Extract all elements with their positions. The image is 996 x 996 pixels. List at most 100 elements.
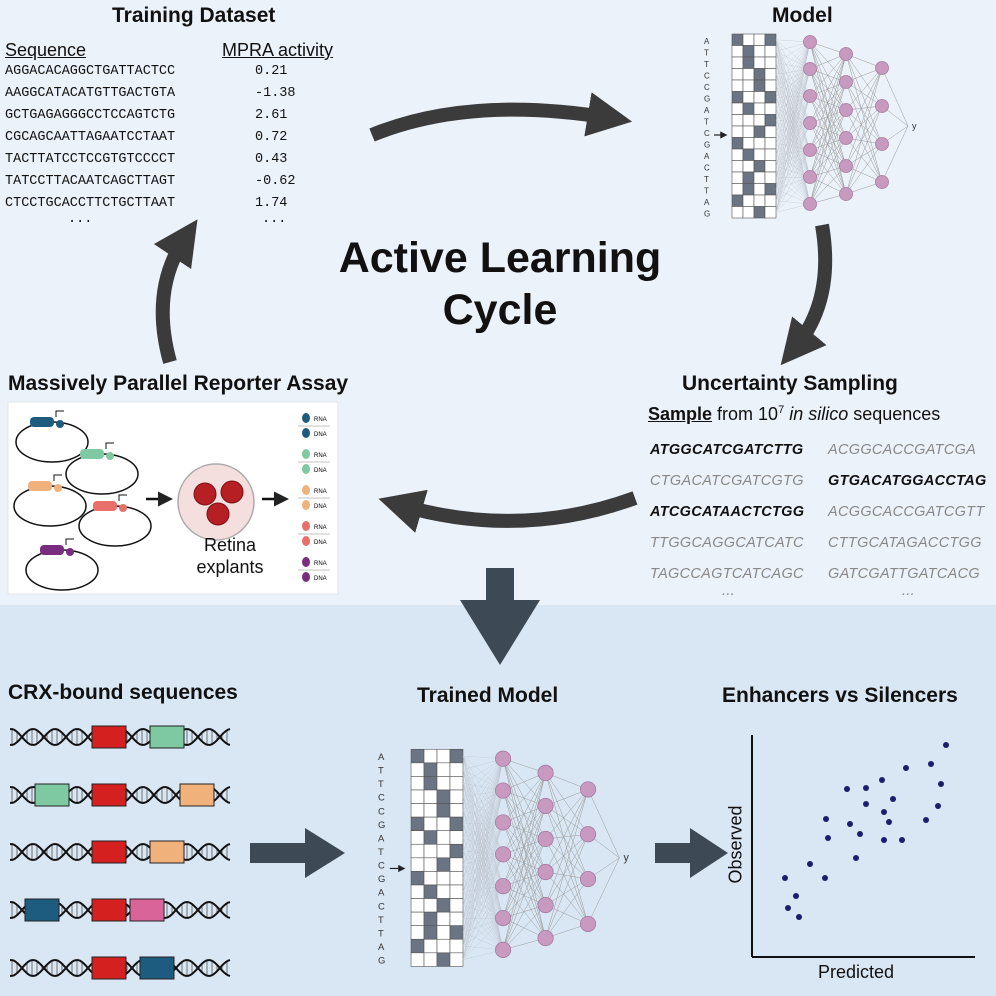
edge [462, 755, 504, 823]
one-hot-cell [449, 816, 464, 832]
edge [775, 41, 811, 167]
one-hot-cell [449, 776, 464, 791]
edge [775, 41, 811, 132]
cycle-arrow-to-mpra [378, 489, 638, 533]
sample-left-4: TTGGCAGGCATCATC [650, 535, 804, 551]
edge [545, 805, 589, 925]
edge [809, 41, 847, 139]
network-node [875, 99, 889, 113]
edge [845, 67, 883, 195]
edge [462, 758, 504, 865]
edge [545, 871, 589, 925]
one-hot-cell [423, 938, 438, 954]
input-letter: A [378, 941, 385, 952]
one-hot-cell [764, 79, 777, 92]
edge [775, 68, 811, 178]
one-hot-cell [449, 830, 464, 845]
binding-site [91, 725, 127, 749]
data-point [863, 801, 869, 807]
edge [845, 67, 883, 167]
edge [775, 122, 811, 178]
network-node [495, 941, 512, 958]
edge [462, 758, 504, 919]
edge [462, 758, 504, 824]
one-hot-cell [742, 148, 755, 161]
edge [502, 772, 546, 919]
edge [462, 886, 504, 933]
network-node [803, 89, 817, 103]
edge [462, 905, 504, 950]
edge [809, 81, 847, 205]
dna-label: DNA [314, 540, 327, 546]
edge [545, 789, 589, 873]
edge [809, 53, 847, 124]
one-hot-cell [742, 56, 755, 69]
edge [775, 122, 811, 155]
input-letter: A [704, 106, 710, 115]
sample-right-5: GATCGATTGATCACG [828, 566, 980, 582]
plasmid-insert [28, 481, 52, 491]
input-letter: A [704, 37, 710, 46]
data-point [847, 821, 853, 827]
data-point [938, 781, 944, 787]
training-val-6: -0.62 [255, 174, 296, 189]
sample-left-5: TAGCCAGTCATCAGC [650, 566, 804, 582]
input-letter: T [704, 49, 709, 58]
data-point [903, 765, 909, 771]
one-hot-cell [731, 148, 744, 161]
edge [775, 95, 811, 121]
edge [462, 790, 504, 933]
one-hot-cell [742, 91, 755, 104]
one-hot-cell [410, 776, 425, 791]
training-val-ellipsis: ... [262, 212, 287, 227]
one-hot-cell [436, 803, 451, 818]
arrow-to-scatter [655, 828, 728, 878]
binding-site [149, 840, 185, 864]
one-hot-cell [436, 884, 451, 899]
from-text: from 10 [712, 404, 779, 424]
dna-mark [302, 428, 310, 438]
retina-explants-label: Retina explants [170, 534, 290, 578]
mpra-activity-column-header: MPRA activity [222, 40, 334, 60]
one-hot-cell [436, 871, 451, 886]
edge [502, 886, 546, 939]
edge [775, 176, 811, 213]
one-hot-cell [410, 857, 425, 872]
training-val-3: 2.61 [255, 108, 288, 123]
dna-label: DNA [314, 576, 327, 582]
one-hot-cell [764, 33, 777, 46]
x-axis-label: Predicted [818, 962, 895, 982]
one-hot-cell [764, 148, 777, 161]
edge [502, 790, 546, 840]
one-hot-cell [731, 33, 744, 46]
one-hot-cell [753, 194, 766, 207]
model-title: Model [772, 4, 833, 27]
edge [881, 125, 909, 183]
edge [545, 789, 589, 906]
edge [775, 177, 811, 205]
rna-label: RNA [314, 525, 327, 531]
edge [775, 149, 811, 201]
input-letter: T [704, 187, 709, 196]
edge [545, 789, 589, 840]
dna-label: DNA [314, 432, 327, 438]
edge [809, 137, 847, 205]
dna-label: DNA [314, 468, 327, 474]
plasmid-barcode [54, 484, 62, 492]
rna-mark [302, 449, 310, 459]
retina-label: Retina [203, 535, 257, 555]
sample-word: Sample [648, 404, 713, 424]
edge [462, 758, 504, 811]
edge [545, 772, 589, 880]
scatter-plot [751, 735, 975, 958]
edge [845, 109, 883, 145]
edge [502, 790, 546, 939]
sample-left-1: ATGGCATCGATCTTG [650, 442, 804, 458]
edge [462, 783, 504, 919]
edge [775, 51, 811, 178]
rna-label: RNA [314, 453, 327, 459]
edge [845, 143, 883, 167]
network-node [495, 878, 512, 895]
explant [220, 480, 244, 504]
input-letter: T [378, 846, 384, 857]
